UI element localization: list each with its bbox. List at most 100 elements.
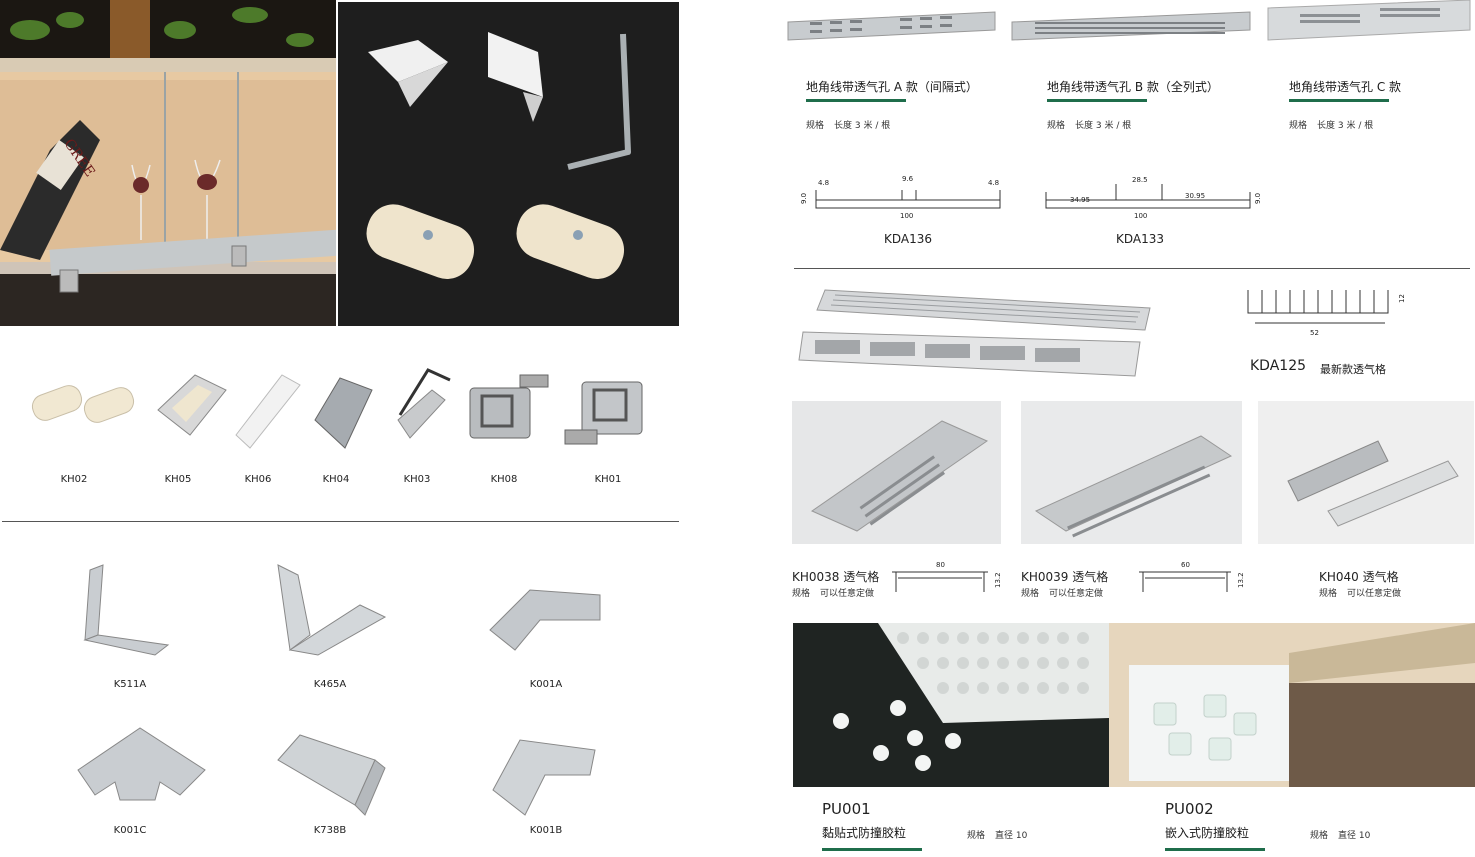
kda136-dim-height: 9.0	[800, 193, 808, 204]
vent-plate-a-image	[787, 11, 996, 41]
kh-label-kh06: KH06	[244, 474, 272, 485]
kda136-dim-left: 4.8	[818, 179, 829, 187]
vent-plate-b-spec: 规格长度 3 米 / 根	[1047, 118, 1141, 131]
name: 透气格	[1362, 570, 1399, 584]
kh-label-kh01: KH01	[594, 474, 622, 485]
kh-label-kh08: KH08	[490, 474, 518, 485]
kda133-dim-top: 28.5	[1132, 176, 1148, 184]
kh0039-dim-width: 60	[1181, 561, 1190, 569]
vent-plates-images	[787, 0, 1471, 41]
code: KH040	[1319, 570, 1359, 584]
vent-plate-b-image	[1011, 11, 1251, 41]
k001c-image	[77, 727, 206, 801]
k465a-image	[277, 564, 387, 656]
kh-parts-images	[31, 368, 643, 449]
spec-value: 直径 10	[995, 831, 1028, 841]
vent-plate-b-underline	[1047, 99, 1147, 102]
k001a-image	[489, 589, 601, 651]
spec-label: 规格	[792, 589, 811, 599]
kda133-dim-left: 34.95	[1070, 196, 1090, 204]
kh-label-kh02: KH02	[60, 474, 88, 485]
name: 透气格	[843, 570, 880, 584]
kda125-dim-height: 12	[1398, 294, 1406, 303]
kh0038-drawing: 80 13.2	[892, 561, 1002, 592]
left-divider	[2, 521, 679, 522]
kda125-drawing: 52 12	[1247, 290, 1406, 337]
kh0039-photo	[1021, 401, 1242, 544]
code: KH0038	[792, 570, 840, 584]
connectors-photo	[338, 2, 679, 326]
kh-label-kh03: KH03	[403, 474, 431, 485]
pu002-code: PU002	[1165, 800, 1214, 818]
spec-label: 规格	[1021, 589, 1040, 599]
kh0039-drawing: 60 13.2	[1139, 561, 1245, 592]
spec-label: 规格	[1319, 589, 1338, 599]
pu001-name: 黏贴式防撞胶粒	[822, 826, 907, 840]
kh0038-spec: 规格可以任意定做	[792, 586, 884, 599]
spec-label: 规格	[967, 831, 986, 841]
connectors-illustration	[366, 32, 631, 279]
kh0038-dim-width: 80	[936, 561, 945, 569]
bracket-label-k511a: K511A	[113, 679, 147, 690]
brackets-row1-images	[83, 564, 601, 656]
spec-value: 可以任意定做	[820, 589, 875, 599]
kh04-image	[314, 377, 373, 449]
kda136-dim-width: 100	[900, 212, 913, 220]
vent-plate-b-title: 地角线带透气孔 B 款（全列式）	[1047, 80, 1219, 94]
kh0039-spec: 规格可以任意定做	[1021, 586, 1113, 599]
kh-label-kh05: KH05	[164, 474, 192, 485]
spec-label: 规格	[1047, 121, 1066, 131]
kh040-photo	[1258, 401, 1474, 544]
kh0039-code: KH0039 透气格	[1021, 568, 1108, 585]
kh02-image	[31, 385, 135, 423]
pu001-spec: 规格直径 10	[967, 828, 1037, 841]
spec-label: 规格	[1289, 121, 1308, 131]
k001b-image	[492, 739, 596, 816]
bracket-label-k738b: K738B	[313, 825, 347, 836]
spec-value: 可以任意定做	[1347, 589, 1402, 599]
kda136-code: KDA136	[884, 232, 933, 246]
spec-label: 规格	[806, 121, 825, 131]
pu002-underline	[1165, 848, 1265, 851]
kh05-image	[157, 374, 227, 436]
spec-value: 直径 10	[1338, 831, 1371, 841]
kh03-image	[397, 368, 451, 439]
kh0038-photo	[792, 401, 1001, 544]
kh0038-dim-height: 13.2	[994, 572, 1002, 588]
pu002-name: 嵌入式防撞胶粒	[1165, 826, 1250, 840]
vent-plate-a-title: 地角线带透气孔 A 款（间隔式）	[806, 80, 978, 94]
kh06-image	[235, 374, 301, 449]
kda136-dim-right: 4.8	[988, 179, 999, 187]
kda133-dim-width: 100	[1134, 212, 1147, 220]
bracket-label-k465a: K465A	[313, 679, 347, 690]
profile-drawings: 4.8 9.6 4.8 9.0 100 28.5 34.95 30.95 9.0…	[800, 175, 1262, 220]
kda125-code: KDA125	[1250, 358, 1307, 374]
kh040-code: KH040 透气格	[1319, 568, 1399, 585]
code: KH0039	[1021, 570, 1069, 584]
name: 透气格	[1072, 570, 1109, 584]
bracket-label-k001b: K001B	[529, 825, 563, 836]
pu002-photo	[1109, 623, 1475, 787]
kda136-dim-mid: 9.6	[902, 175, 914, 183]
k511a-image	[83, 564, 170, 656]
kh0039-dim-height: 13.2	[1237, 572, 1245, 588]
vent-plate-c-title: 地角线带透气孔 C 款	[1289, 80, 1402, 94]
kda125-desc: 最新款透气格	[1320, 363, 1386, 376]
vent-plate-a-underline	[806, 99, 906, 102]
kh-label-kh04: KH04	[322, 474, 350, 485]
brackets-row2-images	[77, 727, 596, 816]
spec-value: 长度 3 米 / 根	[1075, 121, 1132, 131]
spec-label: 规格	[1310, 831, 1329, 841]
spec-value: 长度 3 米 / 根	[1317, 121, 1374, 131]
vent-plate-a-spec: 规格长度 3 米 / 根	[806, 118, 900, 131]
vent-plate-c-image	[1267, 0, 1471, 41]
pu002-spec: 规格直径 10	[1310, 828, 1380, 841]
vent-plate-c-spec: 规格长度 3 米 / 根	[1289, 118, 1383, 131]
kh08-image	[469, 374, 549, 439]
right-divider	[794, 268, 1470, 269]
kh040-spec: 规格可以任意定做	[1319, 586, 1411, 599]
kda125-dim-width: 52	[1310, 329, 1319, 337]
vent-plate-c-underline	[1289, 99, 1389, 102]
k738b-image	[277, 734, 386, 816]
kda133-dim-right: 30.95	[1185, 192, 1205, 200]
